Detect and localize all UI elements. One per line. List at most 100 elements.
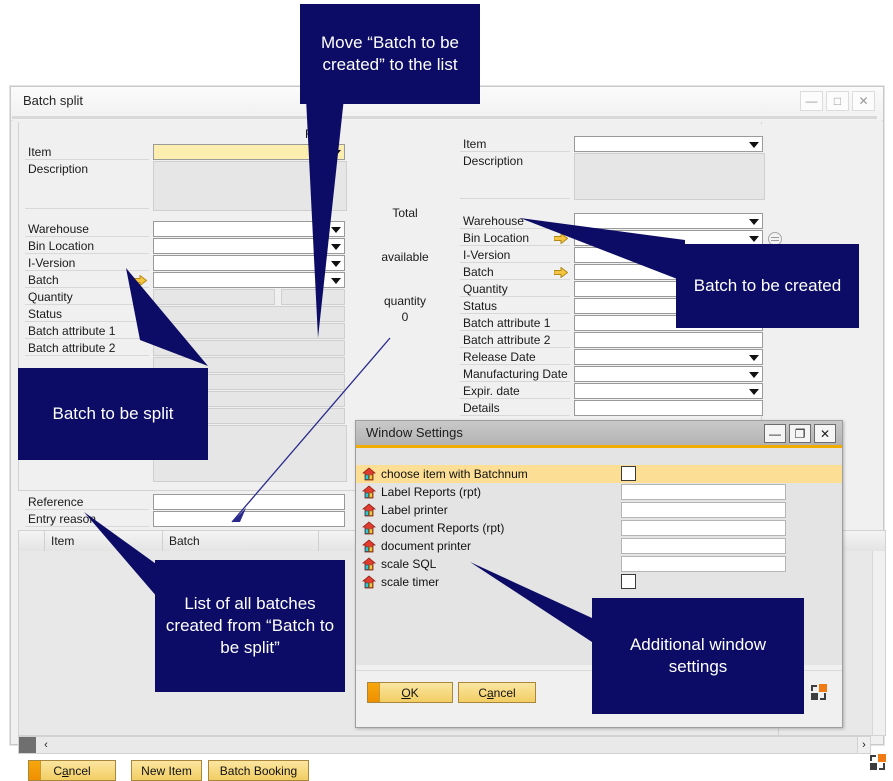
- chevron-down-icon: [331, 261, 341, 267]
- toolbar-strip: [356, 448, 842, 466]
- close-icon[interactable]: ✕: [852, 91, 875, 111]
- yellow-arrow-icon: [554, 233, 568, 244]
- chevron-down-icon: [749, 355, 759, 361]
- settings-row[interactable]: Label printer: [356, 501, 842, 519]
- grid-col-batch[interactable]: Batch: [163, 531, 319, 551]
- batch-attr-2-field-left[interactable]: [153, 340, 345, 356]
- field-row-quantity-right: Quantity: [460, 281, 763, 297]
- release-date-combo-right[interactable]: [574, 349, 763, 365]
- cancel-button[interactable]: Cancel: [28, 760, 116, 781]
- bin-location-combo-left[interactable]: [153, 238, 345, 254]
- field-row-batch-attr-1-left: Batch attribute 1: [25, 323, 345, 339]
- window-settings-title: Window Settings: [366, 425, 463, 440]
- field-label: Entry reason: [25, 511, 149, 527]
- settings-row[interactable]: choose item with Batchnum: [356, 465, 842, 483]
- field-label: Quantity: [25, 289, 149, 305]
- field-label: Warehouse: [25, 221, 149, 237]
- settings-row-input[interactable]: [621, 484, 786, 500]
- house-icon: [361, 503, 377, 517]
- new-item-button[interactable]: New Item: [131, 760, 202, 781]
- window-settings-titlebar[interactable]: Window Settings — ❐ ✕: [356, 421, 842, 446]
- i-version-combo-left[interactable]: [153, 255, 345, 271]
- warehouse-combo-left[interactable]: [153, 221, 345, 237]
- accent-bar: [356, 445, 842, 448]
- settings-row-input[interactable]: [621, 538, 786, 554]
- grid-col-select[interactable]: [19, 531, 45, 551]
- settings-row-checkbox[interactable]: [621, 574, 636, 589]
- details-field-right[interactable]: [574, 400, 763, 416]
- close-icon[interactable]: ✕: [814, 424, 836, 443]
- minimize-icon[interactable]: —: [800, 91, 823, 111]
- field-row-description-left: Description: [25, 161, 347, 211]
- settings-row-label: choose item with Batchnum: [381, 467, 528, 481]
- settings-row-label: Label printer: [381, 503, 448, 517]
- scroll-left-icon[interactable]: ‹: [44, 739, 48, 751]
- expir-date-combo-right[interactable]: [574, 383, 763, 399]
- field-label: I-Version: [25, 255, 149, 271]
- field-label: Release Date: [460, 349, 570, 365]
- settings-row[interactable]: Label Reports (rpt): [356, 483, 842, 501]
- quantity-value-left[interactable]: [153, 289, 275, 305]
- quantity-label: quantity: [383, 294, 427, 308]
- ok-button[interactable]: OK: [367, 682, 453, 703]
- field-row-quantity-left: Quantity: [25, 289, 345, 305]
- quantity-unit-left[interactable]: [281, 289, 345, 305]
- main-window-controls: — □ ✕: [800, 91, 875, 111]
- settings-row-label: scale SQL: [381, 557, 437, 571]
- button-accent-bar: [29, 761, 41, 780]
- ws-cancel-button[interactable]: Cancel: [458, 682, 536, 703]
- horizontal-scrollbar[interactable]: ‹: [18, 736, 871, 754]
- maximize-icon[interactable]: □: [826, 91, 849, 111]
- house-icon: [361, 575, 377, 589]
- field-row-i-version-left: I-Version: [25, 255, 345, 271]
- manufacturing-date-combo-right[interactable]: [574, 366, 763, 382]
- warehouse-combo-right[interactable]: [574, 213, 763, 229]
- callout-tail-additional-window: [470, 562, 592, 642]
- grid-col-item[interactable]: Item: [45, 531, 163, 551]
- settings-row-input[interactable]: [621, 520, 786, 536]
- entry-reason-input[interactable]: [153, 511, 345, 527]
- field-label: Description: [28, 162, 89, 176]
- settings-row-input[interactable]: [621, 502, 786, 518]
- field-label: Batch attribute 1: [460, 315, 570, 331]
- resize-grip-icon[interactable]: [810, 684, 827, 701]
- description-textarea-right[interactable]: [574, 153, 765, 200]
- maximize-icon[interactable]: ❐: [789, 424, 811, 443]
- settings-row-input[interactable]: [621, 556, 786, 572]
- field-label: I-Version: [460, 247, 570, 263]
- field-label: Bin Location: [460, 230, 570, 246]
- field-label: Item: [25, 144, 149, 160]
- batch-combo-left[interactable]: [153, 272, 345, 288]
- field-label: Warehouse: [460, 213, 570, 229]
- total-label: Total: [392, 206, 418, 220]
- field-label: Description: [463, 154, 524, 168]
- available-label: available: [381, 250, 429, 264]
- minimize-icon[interactable]: —: [764, 424, 786, 443]
- batch-attr-2-field-right[interactable]: [574, 332, 763, 348]
- settings-row[interactable]: scale SQL: [356, 555, 842, 573]
- chevron-down-icon: [749, 372, 759, 378]
- scroll-right-icon[interactable]: ›: [857, 736, 871, 754]
- field-row-expir-date-right: Expir. date: [460, 383, 763, 399]
- field-row-details-right: Details: [460, 400, 763, 416]
- chevron-down-icon: [331, 227, 341, 233]
- batch-booking-button[interactable]: Batch Booking: [208, 760, 309, 781]
- resize-grip-icon[interactable]: [869, 754, 886, 771]
- settings-row[interactable]: scale timer: [356, 573, 842, 591]
- field-label: Batch attribute 1: [25, 323, 149, 339]
- field-label: Details: [460, 400, 570, 416]
- field-label: Quantity: [460, 281, 570, 297]
- scrollbar-thumb[interactable]: [19, 737, 36, 753]
- callout-tail-move-batch: [306, 98, 344, 338]
- field-label: Bin Location: [25, 238, 149, 254]
- item-combo-right[interactable]: [574, 136, 763, 152]
- grid-vertical-scrollbar[interactable]: [872, 551, 885, 735]
- ok-button-label: OK: [401, 685, 419, 700]
- ws-cancel-button-label: Cancel: [478, 685, 516, 700]
- settings-row[interactable]: document Reports (rpt): [356, 519, 842, 537]
- new-item-button-label: New Item: [141, 763, 192, 778]
- settings-row-label: Label Reports (rpt): [381, 485, 482, 499]
- field-label: Batch attribute 2: [25, 340, 149, 356]
- settings-row[interactable]: document printer: [356, 537, 842, 555]
- settings-row-checkbox[interactable]: [621, 466, 636, 481]
